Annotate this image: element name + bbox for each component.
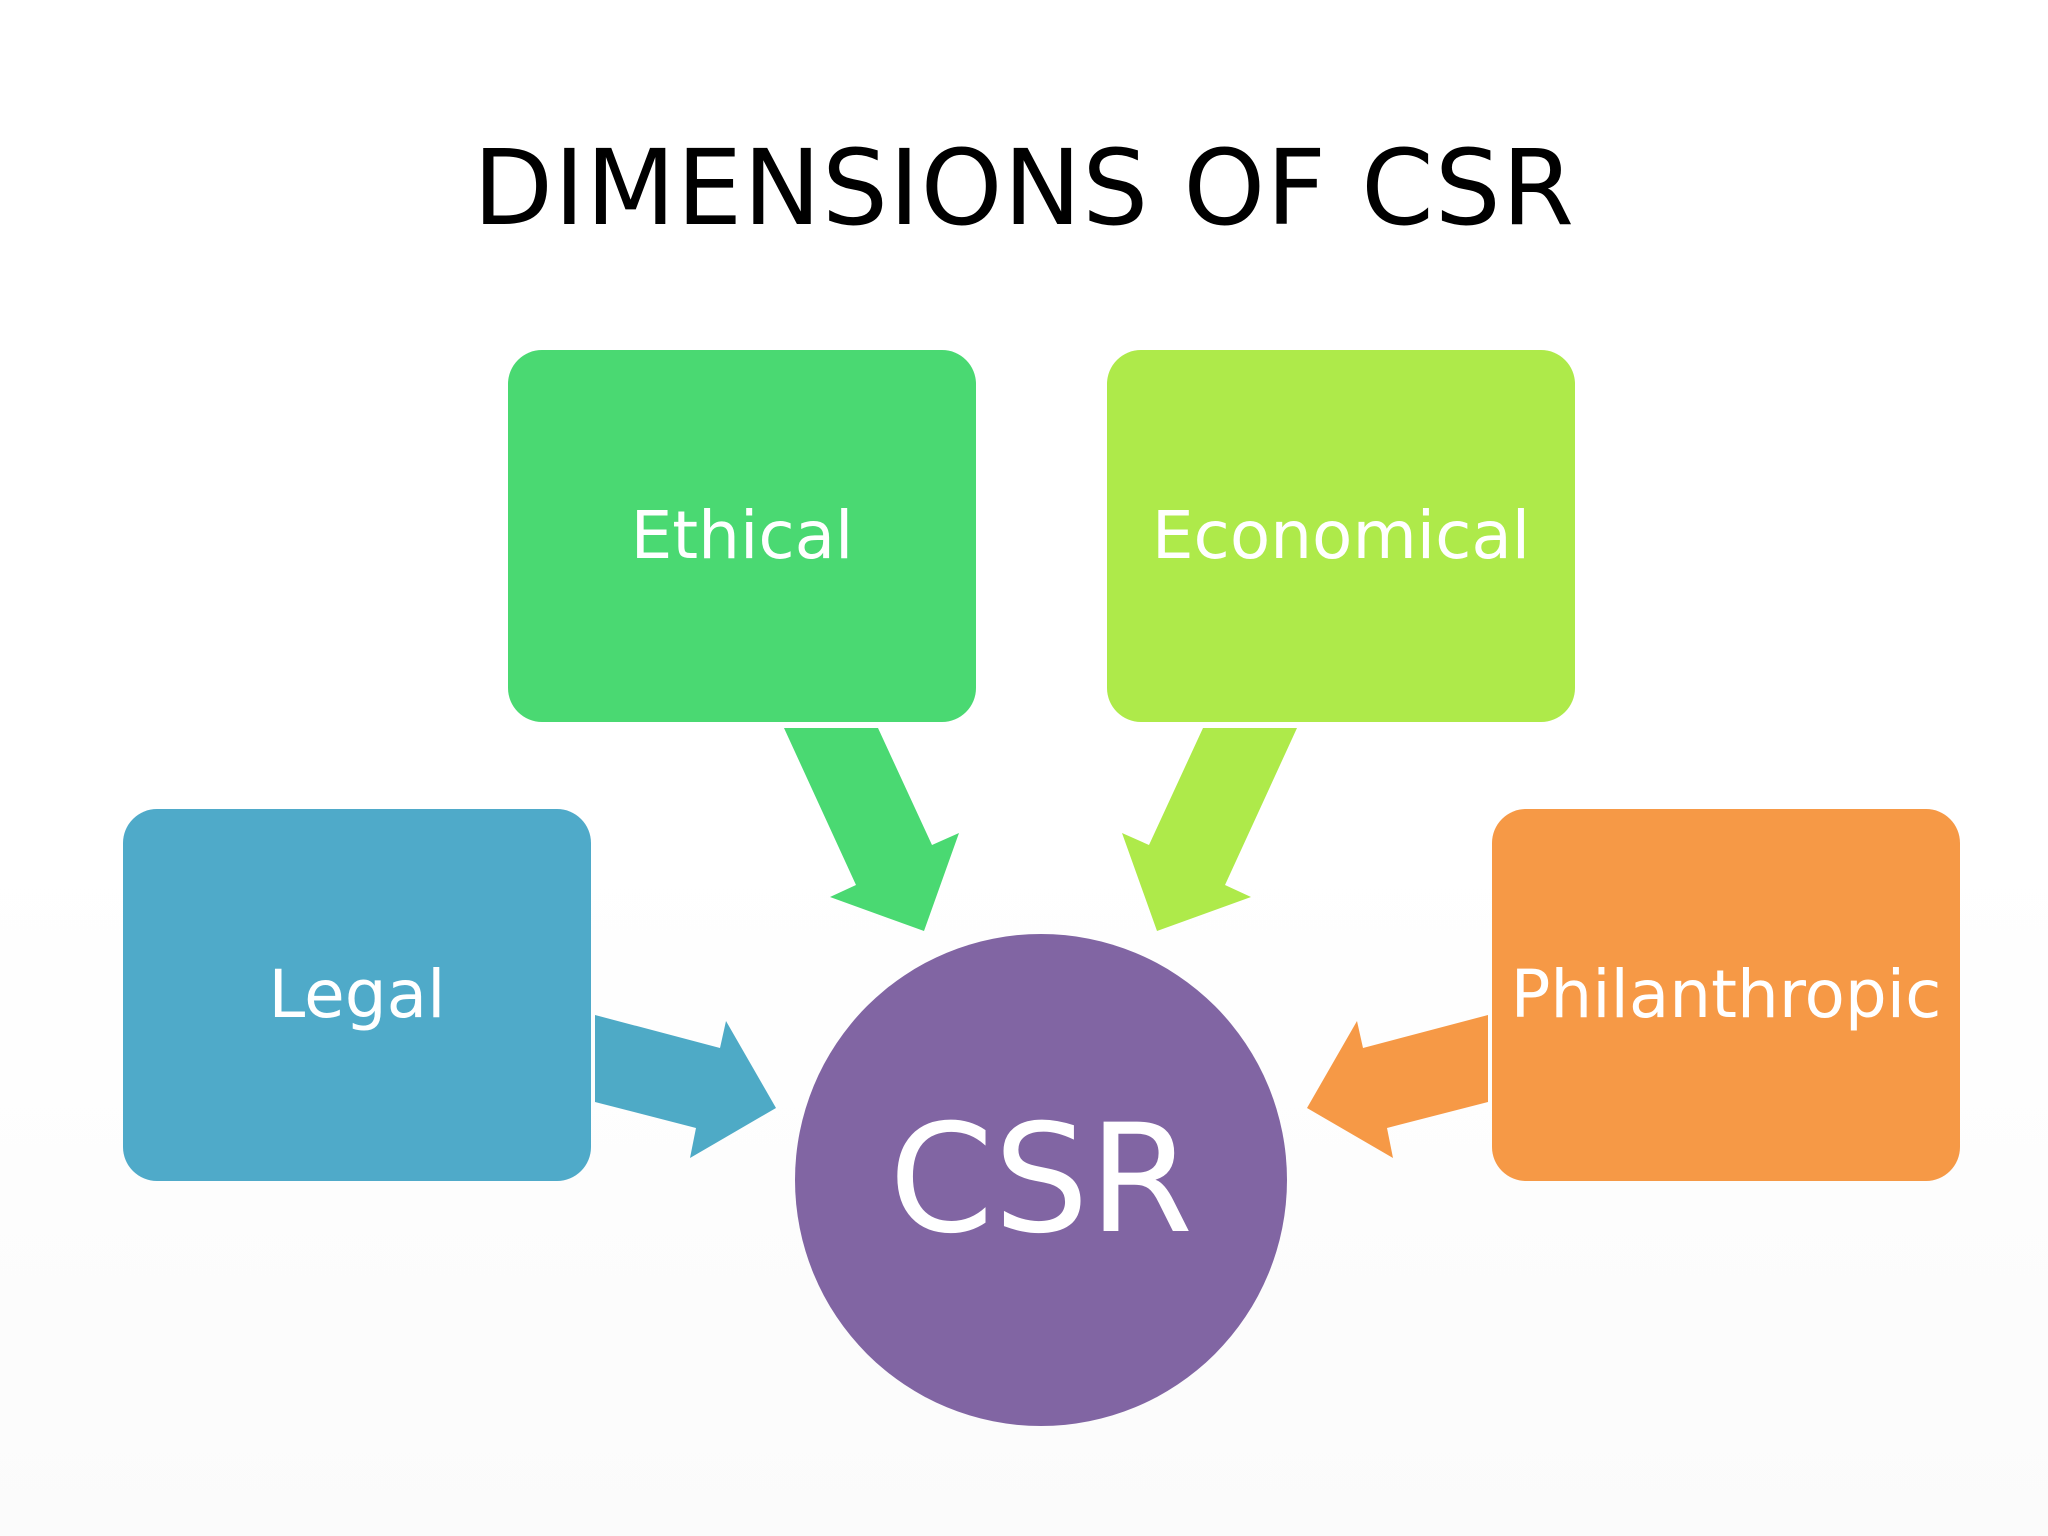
dimension-label-ethical: Ethical: [630, 497, 854, 574]
csr-center-label: CSR: [888, 1093, 1194, 1267]
dimension-box-economical: Economical: [1107, 350, 1575, 722]
arrow-ethical: [784, 728, 959, 931]
dimension-box-legal: Legal: [123, 809, 591, 1181]
dimension-label-philanthropic: Philanthropic: [1510, 956, 1942, 1033]
dimension-label-legal: Legal: [268, 956, 446, 1033]
csr-center-circle: CSR: [795, 934, 1287, 1426]
dimension-box-ethical: Ethical: [508, 350, 976, 722]
arrow-economical: [1122, 728, 1297, 931]
arrow-legal: [595, 1015, 776, 1158]
dimension-box-philanthropic: Philanthropic: [1492, 809, 1960, 1181]
page-title: DIMENSIONS OF CSR: [472, 127, 1576, 249]
arrow-philanthropic: [1307, 1015, 1488, 1158]
dimension-label-economical: Economical: [1151, 497, 1531, 574]
